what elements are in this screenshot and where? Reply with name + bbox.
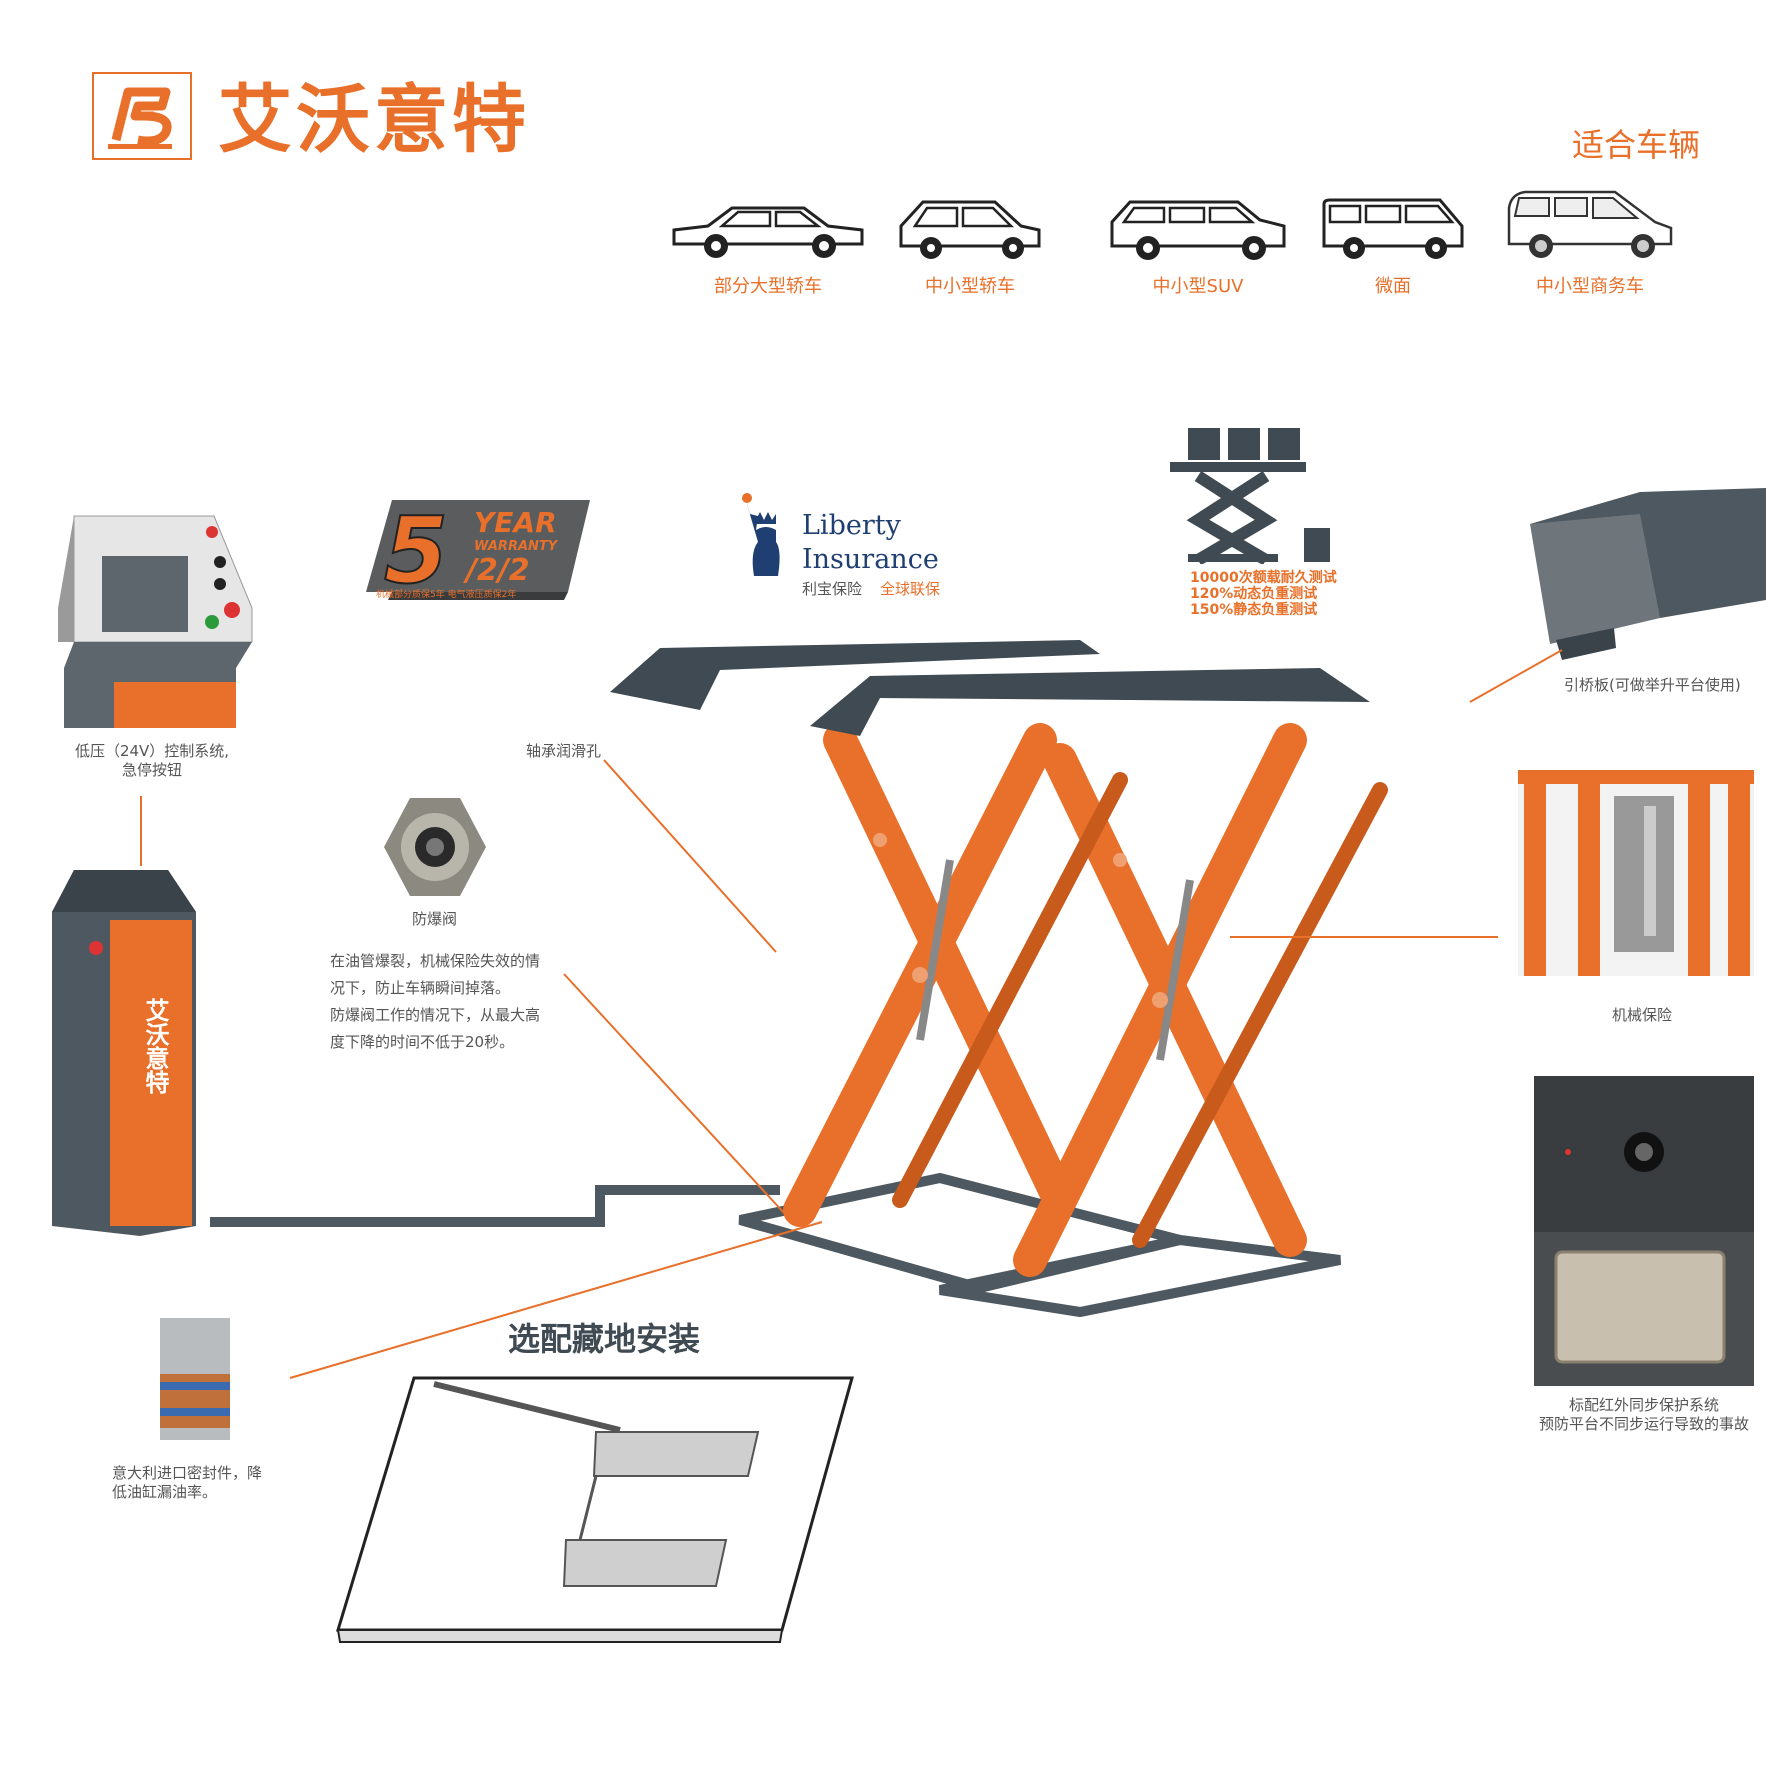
callout-line — [1230, 936, 1498, 938]
warranty-year: YEAR — [474, 506, 557, 539]
mech-lock-caption: 机械保险 — [1612, 1006, 1673, 1024]
callout-line — [603, 759, 777, 953]
valve-title: 防爆阀 — [412, 910, 458, 928]
seal-caption-line2: 低油缸漏油率。 — [112, 1483, 218, 1501]
valve-line: 度下降的时间不低于20秒。 — [330, 1033, 515, 1051]
test-line: 10000次额载耐久测试 — [1190, 570, 1337, 586]
mpv-icon — [1507, 190, 1673, 258]
callout-line — [563, 973, 797, 1227]
scissor-lift-illustration — [180, 640, 1520, 1320]
warranty-subtext: 机械部分质保5年 电气液压质保2年 — [376, 588, 516, 600]
brand-logo — [92, 72, 192, 160]
suv-icon — [1110, 200, 1286, 260]
callout-line — [1469, 649, 1563, 703]
vehicle-item: 微面 — [1318, 196, 1468, 298]
vehicles-title: 适合车辆 — [1572, 126, 1701, 164]
control-caption: 低压（24V）控制系统, 急停按钮 — [62, 742, 242, 780]
sedan-large-icon — [672, 206, 864, 258]
valve-line: 防爆阀工作的情况下，从最大高 — [330, 1006, 541, 1024]
seal-caption: 意大利进口密封件，降 低油缸漏油率。 — [112, 1464, 262, 1502]
floor-install-title: 选配藏地安装 — [508, 1320, 701, 1358]
infrared-caption-line2: 预防平台不同步运行导致的事故 — [1538, 1415, 1749, 1433]
minivan-icon — [1322, 198, 1464, 259]
hatchback-icon — [899, 200, 1041, 259]
seal-image — [160, 1318, 230, 1440]
infrared-caption-line1: 标配红外同步保护系统 — [1568, 1396, 1719, 1414]
mech-lock-image — [1518, 770, 1754, 976]
vehicle-item: 中小型商务车 — [1500, 186, 1680, 298]
warranty-number: 5 — [384, 497, 448, 602]
warranty-word: WARRANTY — [474, 539, 559, 554]
valve-image — [380, 792, 490, 902]
ramp-image — [1520, 488, 1766, 668]
warranty-badge: 5 YEAR WARRANTY /2/2 机械部分质保5年 电气液压质保2年 — [362, 496, 592, 605]
control-caption-line1: 低压（24V）控制系统, — [74, 742, 230, 760]
warranty-numbers: /2/2 — [463, 553, 530, 588]
vehicle-label: 中小型SUV — [1152, 276, 1244, 297]
test-line: 150%静态负重测试 — [1190, 602, 1318, 618]
valve-line: 况下，防止车辆瞬间掉落。 — [330, 979, 511, 997]
vehicle-item: 部分大型轿车 — [668, 196, 868, 298]
bearing-caption: 轴承润滑孔 — [526, 742, 602, 760]
vehicle-item: 中小型SUV — [1108, 196, 1288, 298]
vehicle-label: 中小型轿车 — [925, 276, 1015, 297]
vehicle-label: 中小型商务车 — [1536, 276, 1644, 297]
insurance-cn-tag: 全球联保 — [880, 580, 941, 598]
vehicle-label: 微面 — [1375, 276, 1411, 297]
insurance-name-line2: Insurance — [802, 544, 939, 575]
control-panel-image — [56, 512, 256, 728]
cabinet-brand: 艾沃意特 — [141, 998, 169, 1094]
floor-install-diagram — [334, 1374, 854, 1644]
valve-line: 在油管爆裂，机械保险失效的情 — [330, 952, 541, 970]
callout-line — [289, 1221, 823, 1379]
control-caption-line2: 急停按钮 — [121, 761, 182, 779]
control-cabinet: 艾沃意特 — [50, 868, 200, 1238]
brand-name: 艾沃意特 — [218, 77, 530, 163]
vehicle-label: 部分大型轿车 — [714, 276, 822, 297]
test-list: 10000次额载耐久测试 120%动态负重测试 150%静态负重测试 — [1190, 570, 1337, 618]
valve-description: 在油管爆裂，机械保险失效的情 况下，防止车辆瞬间掉落。 防爆阀工作的情况下，从最… — [330, 948, 540, 1056]
insurance-cn-name: 利宝保险 — [802, 580, 863, 598]
liberty-insurance-logo: Liberty Insurance 利宝保险 全球联保 — [736, 490, 956, 600]
brand-logo-icon — [108, 87, 172, 149]
load-test-icon — [1166, 424, 1346, 566]
callout-line — [140, 796, 142, 866]
infrared-caption: 标配红外同步保护系统 预防平台不同步运行导致的事故 — [1534, 1396, 1754, 1434]
infrared-image — [1534, 1076, 1754, 1386]
statue-of-liberty-icon — [742, 493, 780, 576]
seal-caption-line1: 意大利进口密封件，降 — [112, 1464, 263, 1482]
ramp-caption: 引桥板(可做举升平台使用) — [1564, 676, 1741, 694]
vehicle-item: 中小型轿车 — [890, 196, 1050, 298]
test-line: 120%动态负重测试 — [1190, 586, 1318, 602]
insurance-name-line1: Liberty — [802, 510, 901, 541]
